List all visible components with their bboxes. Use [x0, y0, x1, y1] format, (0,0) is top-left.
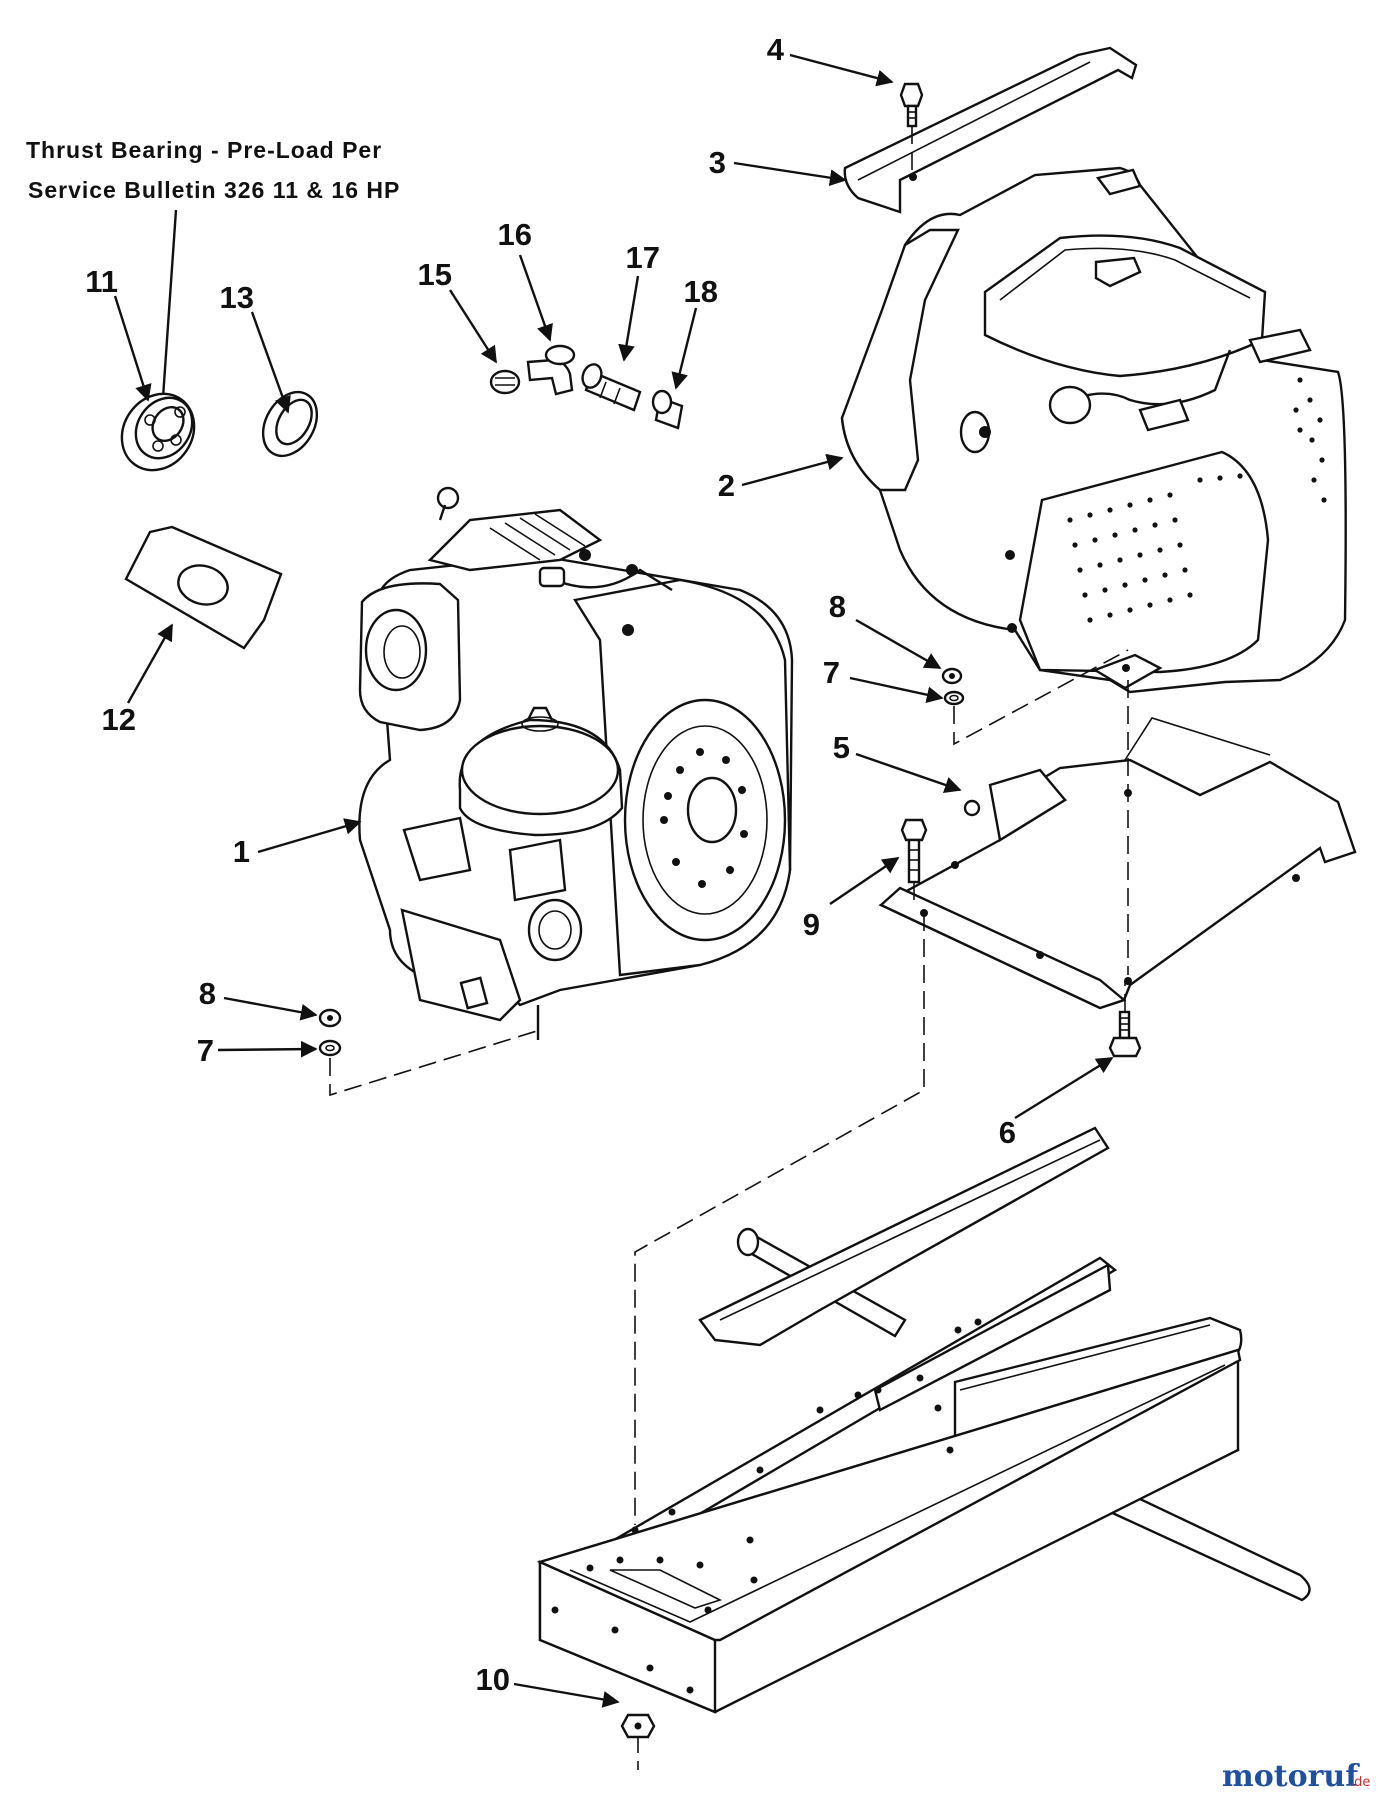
pipe-nipple-part-17 [581, 363, 642, 412]
mounting-plate-part-5 [878, 717, 1357, 1010]
leader-12 [126, 623, 174, 704]
leader-2 [741, 453, 844, 487]
watermark-suffix: .de [1350, 1775, 1370, 1790]
leader-16 [518, 254, 553, 342]
callout-3: 3 [709, 145, 726, 180]
leader-9 [829, 857, 900, 905]
callout-13: 13 [220, 280, 254, 315]
leader-8-right [855, 618, 942, 670]
watermark-logo: motoruf .de [1222, 1759, 1370, 1794]
frame-assembly [536, 1126, 1311, 1714]
callout-11: 11 [85, 264, 118, 299]
leader-6 [1014, 1056, 1114, 1120]
leader-7-right [849, 676, 944, 703]
note-leader-line [160, 209, 178, 413]
callout-8-right: 8 [829, 589, 846, 624]
washer-part-7-left [318, 1029, 541, 1097]
washer-part-7-right [943, 649, 1129, 746]
pipe-cap-part-18 [651, 389, 684, 430]
snap-ring-part-13 [261, 391, 319, 457]
callout-17: 17 [626, 240, 660, 275]
callout-15: 15 [418, 257, 452, 292]
nut-part-10 [620, 1713, 656, 1739]
callout-18: 18 [684, 274, 718, 309]
ball-bearing-part-11 [120, 392, 196, 472]
callout-8-left: 8 [199, 976, 216, 1011]
callout-16: 16 [498, 217, 532, 252]
leader-arrows [113, 53, 1114, 1708]
elbow-fitting-part-16 [526, 344, 576, 396]
bolt-part-6 [1108, 980, 1142, 1058]
leader-4 [789, 53, 894, 87]
alignment-lines [634, 680, 1129, 1770]
bolt-part-4 [899, 82, 924, 170]
nut-part-8-left [318, 1008, 342, 1028]
watermark-brand: motoruf [1222, 1759, 1360, 1794]
leader-13 [250, 311, 291, 414]
leader-8-left [223, 996, 318, 1021]
callout-4: 4 [767, 32, 785, 67]
bolt-part-9 [900, 818, 928, 905]
fitting-part-15 [489, 369, 521, 395]
leader-1 [257, 818, 362, 854]
leader-17 [618, 275, 640, 362]
leader-7-left [217, 1040, 318, 1058]
perforation-pattern [1067, 377, 1327, 623]
leader-11 [113, 295, 152, 402]
leader-18 [671, 307, 698, 390]
note-line-1: Thrust Bearing - Pre-Load Per [26, 137, 382, 163]
callout-10: 10 [476, 1662, 510, 1697]
callout-7-right: 7 [823, 655, 840, 690]
leader-10 [513, 1682, 620, 1708]
callout-numbers: 1 2 3 4 5 6 7 7 8 8 9 10 11 12 13 15 16 … [85, 32, 1016, 1697]
leader-15 [448, 289, 498, 364]
engine-part-2 [840, 166, 1347, 694]
callout-2: 2 [718, 468, 735, 503]
thrust-bearing-note: Thrust Bearing - Pre-Load Per Service Bu… [26, 137, 400, 413]
callout-7-left: 7 [197, 1033, 214, 1068]
callout-6: 6 [999, 1115, 1016, 1150]
callout-5: 5 [833, 730, 850, 765]
callout-1: 1 [233, 834, 250, 869]
callout-9: 9 [803, 907, 820, 942]
leader-5 [855, 752, 962, 793]
engine-part-1 [358, 486, 794, 1040]
nut-part-8-right [941, 667, 963, 685]
leader-3 [733, 161, 847, 187]
callout-12: 12 [102, 702, 136, 737]
note-line-2: Service Bulletin 326 11 & 16 HP [28, 177, 400, 203]
gasket-part-12 [124, 525, 283, 650]
